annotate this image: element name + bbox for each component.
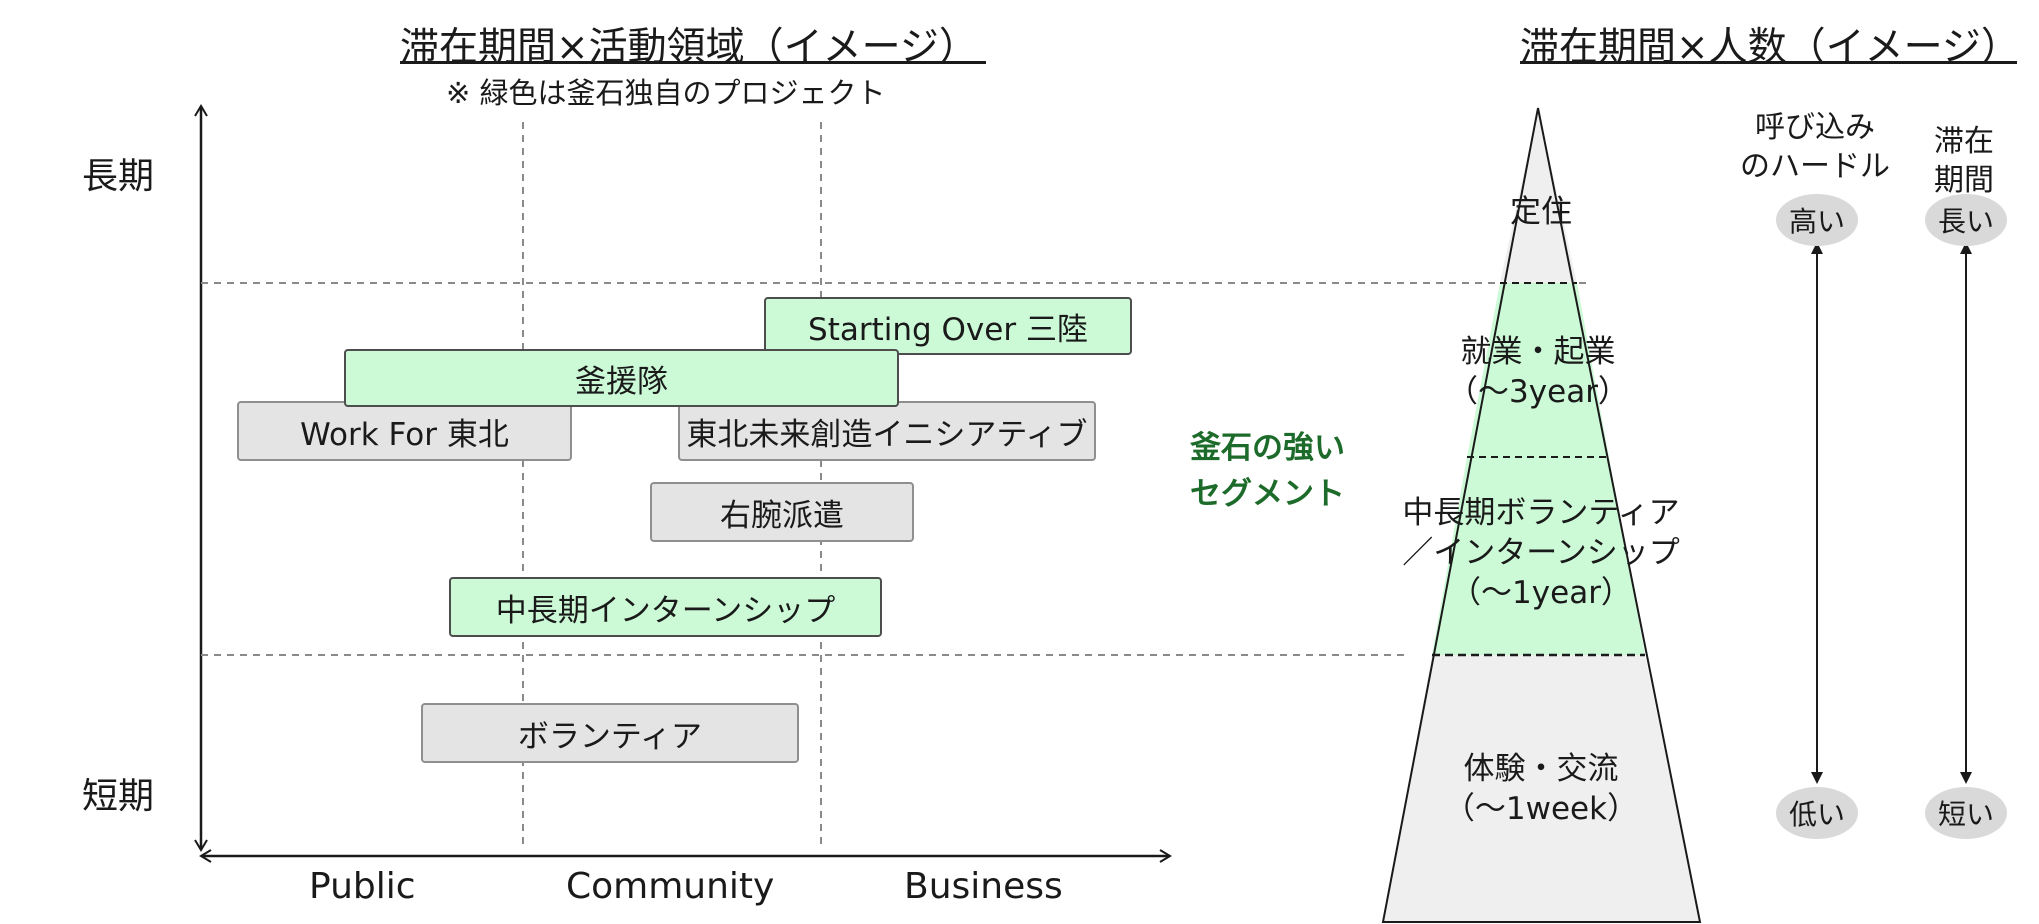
right-title-underline bbox=[1520, 61, 2017, 64]
project-box-starting-over-sanriku: Starting Over 三陸 bbox=[764, 297, 1132, 355]
project-box-work-for-tohoku: Work For 東北 bbox=[237, 401, 572, 461]
duration-long-badge: 長い bbox=[1925, 194, 2007, 246]
strong-segment-text: 釜石の強い セグメント bbox=[1190, 430, 1345, 512]
pyramid-outline bbox=[1381, 107, 1702, 923]
pyramid-label-volunteer: 中長期ボランティア ／インターンシップ （～1year） bbox=[1402, 495, 1680, 611]
column-header-duration: 滞在期間 bbox=[1934, 124, 1994, 198]
project-box-kamaentai: 釜援隊 bbox=[344, 349, 899, 407]
hurdle-low-badge: 低い bbox=[1776, 787, 1858, 839]
pyramid-level-settle bbox=[1500, 108, 1577, 283]
duration-short-badge: 短い bbox=[1925, 787, 2007, 839]
pyramid-label-settle: 定住 bbox=[1510, 194, 1572, 230]
column-header-hurdle: 呼び込み のハードル bbox=[1740, 110, 1890, 184]
project-box-right-hand-dispatch: 右腕派遣 bbox=[650, 482, 914, 542]
pyramid-label-work: 就業・起業 （～3year） bbox=[1447, 334, 1629, 410]
pyramid-level-volunteer bbox=[1432, 457, 1645, 655]
strong-segment-label: 釜石の強い セグメント bbox=[1190, 425, 1345, 517]
project-box-tohoku-future-initiative: 東北未来創造イニシアティブ bbox=[678, 401, 1096, 461]
y-label-long-term: 長期 bbox=[82, 156, 155, 197]
green-note: ※ 緑色は釜石独自のプロジェクト bbox=[446, 76, 886, 110]
pyramid-level-work bbox=[1467, 283, 1609, 457]
y-label-short-term: 短期 bbox=[82, 776, 155, 817]
x-label-community: Community bbox=[566, 866, 775, 907]
pyramid-label-experience: 体験・交流 （～1week） bbox=[1443, 751, 1639, 827]
project-box-mid-long-internship: 中長期インターンシップ bbox=[449, 577, 882, 637]
x-label-business: Business bbox=[904, 866, 1063, 907]
pyramid-level-experience bbox=[1383, 655, 1700, 922]
project-box-volunteer: ボランティア bbox=[421, 703, 799, 763]
left-title-underline bbox=[400, 61, 986, 64]
hurdle-high-badge: 高い bbox=[1776, 194, 1858, 246]
x-label-public: Public bbox=[309, 866, 416, 907]
